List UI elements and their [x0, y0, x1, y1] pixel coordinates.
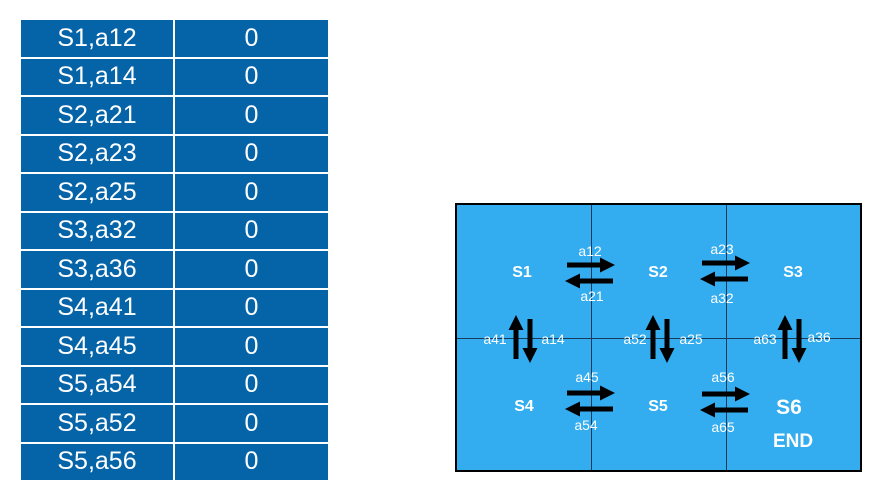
q-value-cell: 0 [173, 287, 330, 328]
state-action-cell: S5,a56 [19, 441, 175, 482]
action-label-a63: a63 [753, 331, 777, 347]
q-value-cell: 0 [173, 133, 330, 174]
action-label-a21: a21 [580, 288, 604, 304]
action-label-a56: a56 [711, 369, 735, 385]
state-action-cell: S2,a23 [19, 133, 175, 174]
end-label: END [772, 431, 814, 452]
grid-divider-vertical-1 [591, 205, 592, 470]
action-label-a25: a25 [679, 331, 703, 347]
grid-world: S1 S2 S3 S4 S5 S6 END a12 a21 a23 a32 a4… [455, 203, 862, 472]
q-value-cell: 0 [173, 18, 330, 59]
state-action-cell: S1,a14 [19, 56, 175, 97]
grid-divider-vertical-2 [726, 205, 727, 470]
state-s1: S1 [512, 264, 532, 281]
action-label-a52: a52 [623, 331, 647, 347]
q-value-cell: 0 [173, 56, 330, 97]
q-value-cell: 0 [173, 210, 330, 251]
state-action-cell: S3,a32 [19, 210, 175, 251]
q-value-cell: 0 [173, 364, 330, 405]
action-label-a41: a41 [483, 331, 507, 347]
q-value-cell: 0 [173, 403, 330, 444]
q-value-cell: 0 [173, 326, 330, 367]
action-label-a54: a54 [574, 417, 598, 433]
transition-arrows [508, 255, 807, 418]
state-s5: S5 [648, 398, 668, 415]
grid-divider-horizontal [457, 338, 860, 339]
state-action-cell: S1,a12 [19, 18, 175, 59]
state-s6: S6 [776, 396, 802, 419]
action-label-a45: a45 [575, 369, 599, 385]
action-label-a36: a36 [807, 329, 831, 345]
state-s2: S2 [648, 264, 668, 281]
state-action-cell: S4,a41 [19, 287, 175, 328]
state-action-cell: S5,a54 [19, 364, 175, 405]
state-action-cell: S5,a52 [19, 403, 175, 444]
q-value-cell: 0 [173, 249, 330, 290]
action-label-a12: a12 [578, 243, 602, 259]
state-s3: S3 [783, 264, 803, 281]
q-value-cell: 0 [173, 172, 330, 213]
q-value-cell: 0 [173, 95, 330, 136]
action-label-a32: a32 [710, 290, 734, 306]
state-action-cell: S2,a21 [19, 95, 175, 136]
q-value-cell: 0 [173, 441, 330, 482]
action-label-a14: a14 [541, 331, 565, 347]
action-label-a65: a65 [711, 419, 735, 435]
state-action-cell: S2,a25 [19, 172, 175, 213]
state-action-cell: S4,a45 [19, 326, 175, 367]
action-label-a23: a23 [710, 241, 734, 257]
state-action-cell: S3,a36 [19, 249, 175, 290]
state-s4: S4 [514, 398, 534, 415]
